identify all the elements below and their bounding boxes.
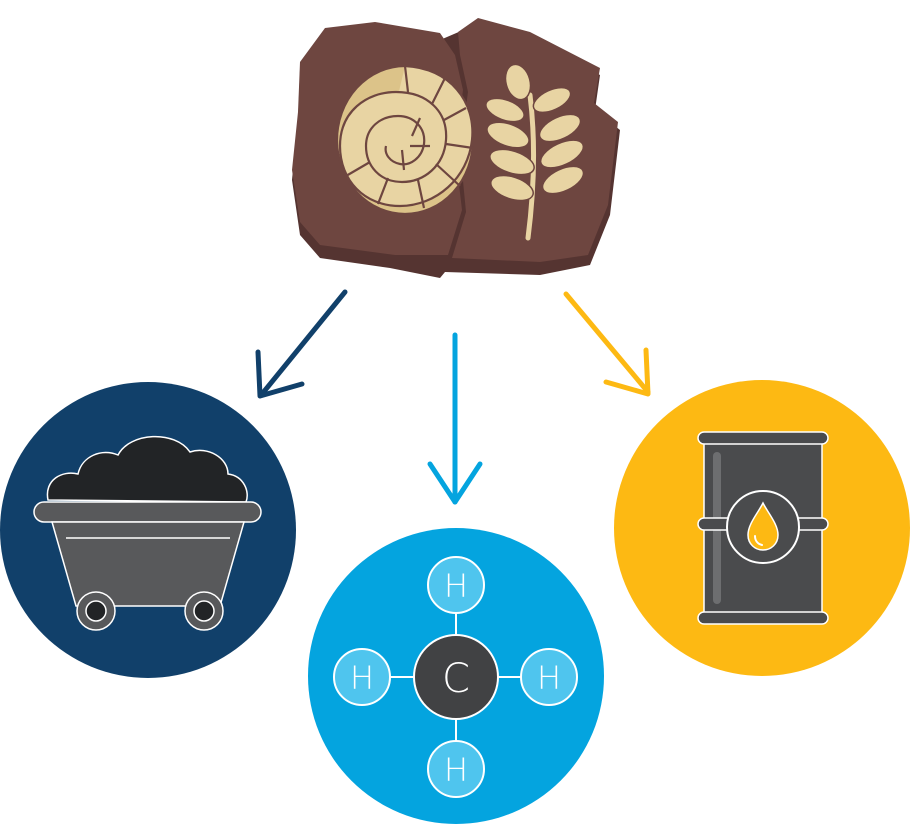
fern-fossil-icon xyxy=(485,63,585,241)
hydrogen-atom-bottom: H xyxy=(427,740,485,798)
oil-node xyxy=(614,380,910,676)
oil-barrel-icon xyxy=(697,431,829,625)
hydrogen-label-right: H xyxy=(537,659,561,697)
coal-mine-cart-icon xyxy=(33,435,262,631)
ammonite-fossil-icon xyxy=(335,64,475,216)
hydrogen-atom-left: H xyxy=(333,648,391,706)
hydrogen-atom-right: H xyxy=(520,648,578,706)
fossil-rock-icon xyxy=(292,18,620,278)
arrow-to-gas xyxy=(427,332,483,505)
arrow-to-oil xyxy=(563,291,651,397)
carbon-atom: C xyxy=(413,634,499,720)
hydrogen-atom-top: H xyxy=(427,556,485,614)
gas-node: H H H H C xyxy=(308,528,604,824)
coal-lump xyxy=(46,435,248,503)
coal-node xyxy=(0,382,296,678)
hydrogen-label-bottom: H xyxy=(444,751,468,789)
arrow-to-coal xyxy=(255,289,348,399)
hydrogen-label-top: H xyxy=(444,567,468,605)
hydrogen-label-left: H xyxy=(350,659,374,697)
carbon-label: C xyxy=(442,656,470,702)
methane-molecule-icon: H H H H C xyxy=(333,556,578,798)
